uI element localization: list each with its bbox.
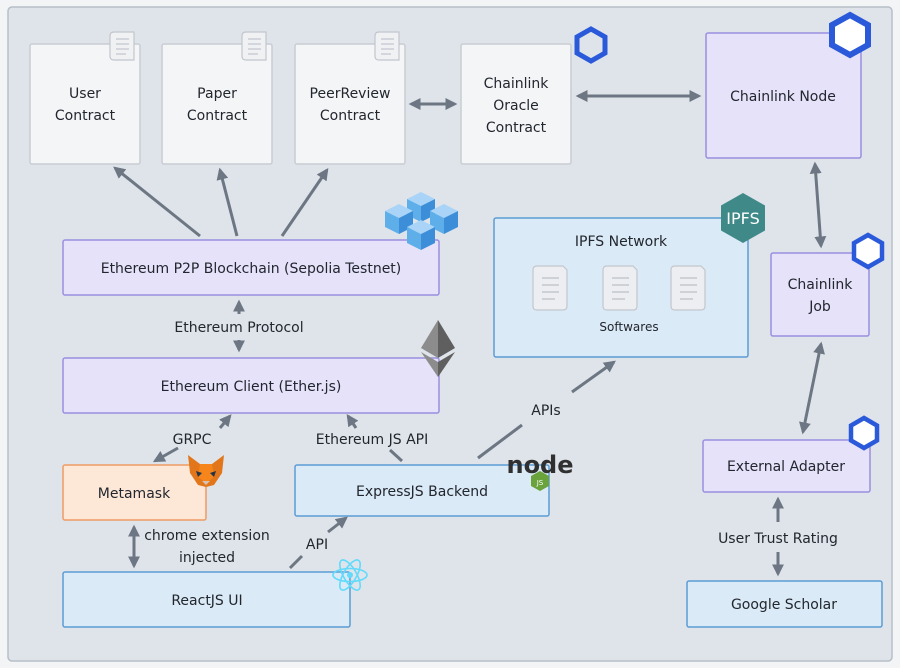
edge-reactjs-api (288, 554, 304, 570)
text-line: Chainlink (484, 76, 550, 92)
edge-client-grpc (218, 414, 232, 429)
text-line: Contract (55, 108, 116, 124)
ethereum-logo-icon (421, 320, 455, 377)
text-line: User (69, 86, 101, 102)
edge-p2p-to-paper-contract (216, 167, 239, 237)
expressjs-backend-label: ExpressJS Backend (356, 484, 488, 500)
react-logo-icon (332, 559, 368, 591)
ipfs-logo-text: IPFS (726, 209, 759, 228)
edge-chainlink-node-job (809, 161, 827, 249)
ethereum-client-label: Ethereum Client (Ether.js) (161, 379, 342, 395)
ipfs-files-label: Softwares (599, 320, 658, 334)
ipfs-logo-icon: IPFS (721, 193, 765, 243)
reactjs-ui-label: ReactJS UI (171, 593, 242, 609)
chainlink-hexagon-icon (851, 232, 885, 270)
text-line: Chainlink (788, 277, 854, 293)
external-adapter-node: External Adapter (702, 439, 871, 493)
chainlink-node-label: Chainlink Node (730, 89, 836, 105)
text-line: Paper (197, 86, 237, 102)
document-icon (241, 31, 267, 61)
diagram-background (7, 6, 893, 662)
file-icon (670, 265, 706, 311)
nodejs-logo-icon: node JS (506, 451, 574, 491)
apis-label: APIs (531, 403, 560, 419)
user-trust-rating-label: User Trust Rating (718, 531, 838, 547)
ethereum-p2p-blockchain-label: Ethereum P2P Blockchain (Sepolia Testnet… (101, 261, 402, 277)
document-icon (109, 31, 135, 61)
external-adapter-label: External Adapter (727, 459, 845, 475)
edge-ethereum-js-api-backend (388, 448, 404, 463)
grpc-label: GRPC (173, 432, 212, 448)
text-line: Oracle (493, 98, 539, 114)
ethereum-js-api-label: Ethereum JS API (316, 432, 428, 448)
edge-api-backend (327, 516, 348, 534)
ethereum-p2p-blockchain-node: Ethereum P2P Blockchain (Sepolia Testnet… (62, 239, 440, 296)
edge-apis-ipfs (571, 360, 616, 394)
text-line: Contract (320, 108, 381, 124)
expressjs-backend-node: ExpressJS Backend (294, 464, 550, 517)
edge-job-external-adapter (799, 341, 825, 435)
text-line: Contract (486, 120, 547, 136)
metamask-fox-icon (188, 455, 224, 487)
edge-p2p-to-user-contract (113, 166, 201, 238)
edge-p2p-to-peerreview-contract (280, 168, 329, 237)
reactjs-ui-node: ReactJS UI (62, 571, 351, 628)
edge-grpc-metamask (152, 446, 179, 463)
ethereum-client-node: Ethereum Client (Ether.js) (62, 357, 440, 414)
document-icon (374, 31, 400, 61)
edge-client-ethereum-js-api (346, 414, 359, 429)
text-line: injected (179, 550, 235, 566)
blockchain-cubes-icon (385, 192, 458, 250)
ethereum-protocol-label: Ethereum Protocol (174, 320, 303, 336)
chrome-extension-label: chrome extension injected (144, 528, 270, 566)
nodejs-badge-text: JS (536, 479, 544, 487)
file-icon (602, 265, 638, 311)
metamask-node: Metamask (62, 464, 207, 521)
ipfs-network-label: IPFS Network (575, 234, 668, 250)
chainlink-hexagon-icon (848, 415, 880, 451)
text-line: chrome extension (144, 528, 270, 544)
text-line: Contract (187, 108, 248, 124)
text-line: PeerReview (310, 86, 391, 102)
chainlink-hexagon-icon (829, 11, 871, 59)
text-line: Job (808, 299, 831, 315)
edges (113, 90, 827, 577)
edge-backend-apis (477, 423, 523, 460)
chainlink-node-node: Chainlink Node (705, 32, 862, 159)
google-scholar-node: Google Scholar (686, 580, 883, 628)
google-scholar-label: Google Scholar (731, 597, 837, 613)
metamask-label: Metamask (98, 486, 171, 502)
chainlink-hexagon-icon (574, 26, 608, 64)
file-icon (532, 265, 568, 311)
api-label: API (306, 537, 328, 553)
